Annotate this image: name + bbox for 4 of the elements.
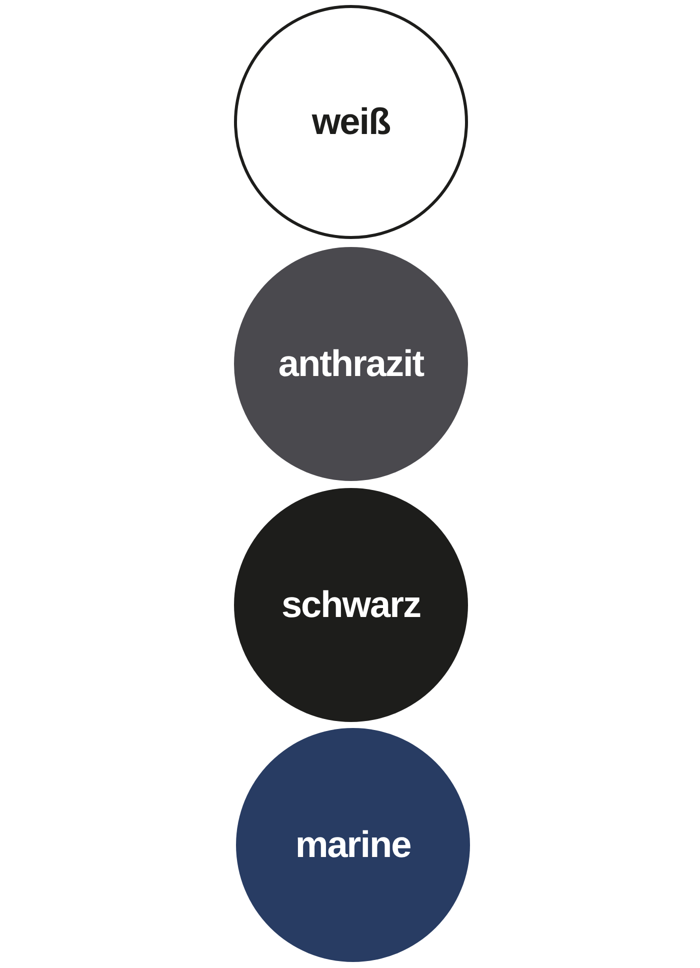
color-name: marine (295, 824, 411, 866)
color-name: weiß (312, 101, 390, 143)
color-name: schwarz (281, 584, 420, 626)
color-name: anthrazit (278, 343, 424, 385)
